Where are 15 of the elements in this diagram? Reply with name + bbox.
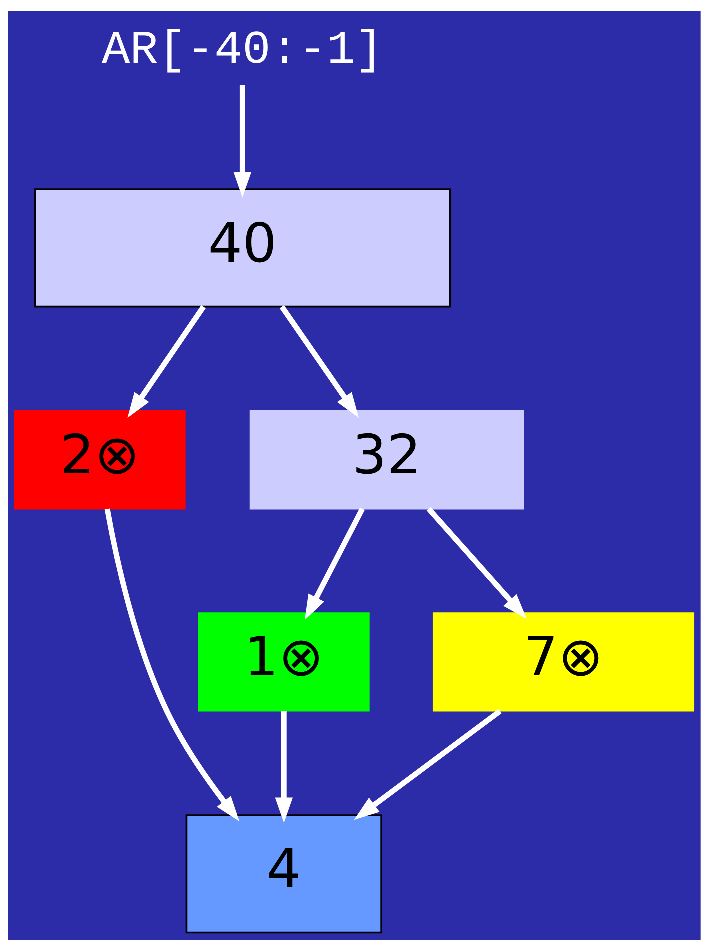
arrow <box>128 305 206 418</box>
arrow <box>354 709 502 820</box>
arrow <box>304 508 365 620</box>
arrow <box>104 508 240 822</box>
node-box: 32 <box>250 410 524 510</box>
node-box: 7⊗ <box>432 612 695 712</box>
node-box: 1⊗ <box>198 612 370 712</box>
node-box: 2⊗ <box>14 410 186 510</box>
node-text: AR[-40:-1] <box>102 24 384 78</box>
arrow <box>426 507 527 620</box>
arrow <box>275 711 294 824</box>
arrow <box>234 85 252 198</box>
arrow <box>280 305 360 418</box>
node-box: 40 <box>34 188 451 308</box>
node-box: 4 <box>186 814 382 934</box>
